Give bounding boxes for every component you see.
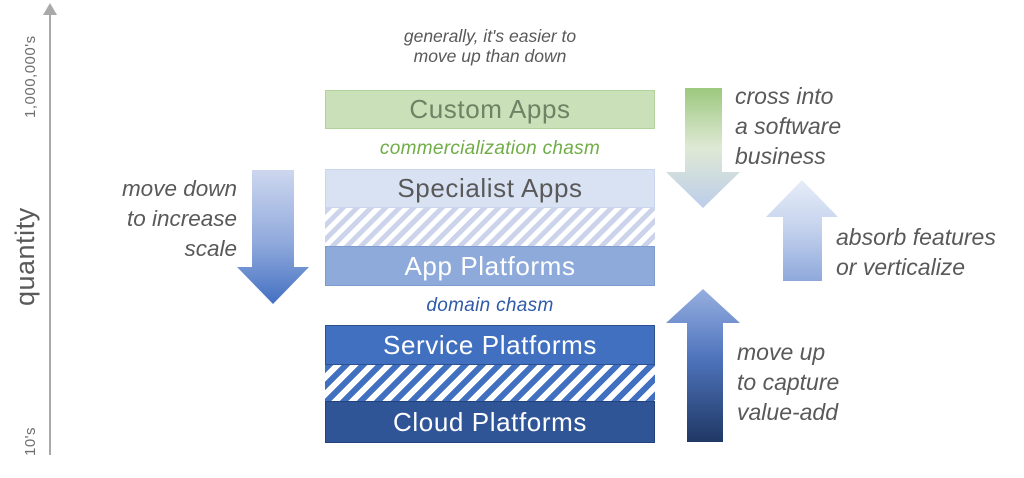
y-axis-top-tick: 1,000,000's bbox=[22, 35, 39, 118]
layer-label: Custom Apps bbox=[409, 94, 571, 124]
layer-label: Service Platforms bbox=[383, 329, 597, 360]
cross-into-arrow-icon bbox=[666, 88, 740, 208]
absorb-note-line: or verticalize bbox=[836, 254, 966, 280]
absorb-arrow-icon bbox=[766, 180, 838, 281]
move-up-note-line: move up bbox=[737, 339, 826, 365]
move-down-note: move down to increase scale bbox=[40, 174, 237, 264]
y-axis-bottom-tick: 10's bbox=[22, 426, 39, 456]
cross-into-note-line: cross into bbox=[735, 83, 834, 109]
move-up-note-line: value-add bbox=[737, 399, 839, 425]
absorb-note: absorb features or verticalize bbox=[836, 222, 996, 282]
y-axis-line bbox=[49, 14, 51, 455]
move-up-note-line: to capture bbox=[737, 369, 840, 395]
layer-label: Cloud Platforms bbox=[393, 406, 587, 437]
cross-into-note-line: a software bbox=[735, 113, 842, 139]
absorb-note-line: absorb features bbox=[836, 224, 996, 250]
hatch-band-blue bbox=[325, 365, 655, 401]
layer-cloud-platforms: Cloud Platforms bbox=[325, 401, 655, 443]
layer-custom-apps: Custom Apps bbox=[325, 90, 655, 129]
layer-service-platforms: Service Platforms bbox=[325, 325, 655, 365]
top-note-line: generally, it's easier to bbox=[403, 26, 577, 46]
move-down-note-line: move down bbox=[121, 176, 237, 201]
top-note: generally, it's easier to move up than d… bbox=[325, 26, 655, 66]
y-axis-arrowhead-icon bbox=[43, 3, 57, 15]
cross-into-note: cross into a software business bbox=[735, 81, 841, 171]
layer-specialist-apps: Specialist Apps bbox=[325, 169, 655, 208]
move-down-note-line: scale bbox=[184, 236, 237, 261]
move-down-note-line: to increase bbox=[126, 206, 237, 231]
move-down-arrow-icon bbox=[237, 170, 309, 304]
cross-into-note-line: business bbox=[735, 143, 826, 169]
y-axis-label: quantity bbox=[10, 207, 40, 306]
layer-app-platforms: App Platforms bbox=[325, 246, 655, 286]
layer-label: App Platforms bbox=[404, 250, 576, 281]
commercialization-chasm-label: commercialization chasm bbox=[379, 138, 601, 159]
domain-chasm-label: domain chasm bbox=[426, 295, 554, 316]
top-note-line: move up than down bbox=[413, 46, 567, 66]
move-up-arrow-icon bbox=[666, 289, 740, 442]
hatch-band-light-blue bbox=[325, 208, 655, 246]
move-up-note: move up to capture value-add bbox=[737, 337, 839, 427]
layer-label: Specialist Apps bbox=[397, 173, 583, 203]
